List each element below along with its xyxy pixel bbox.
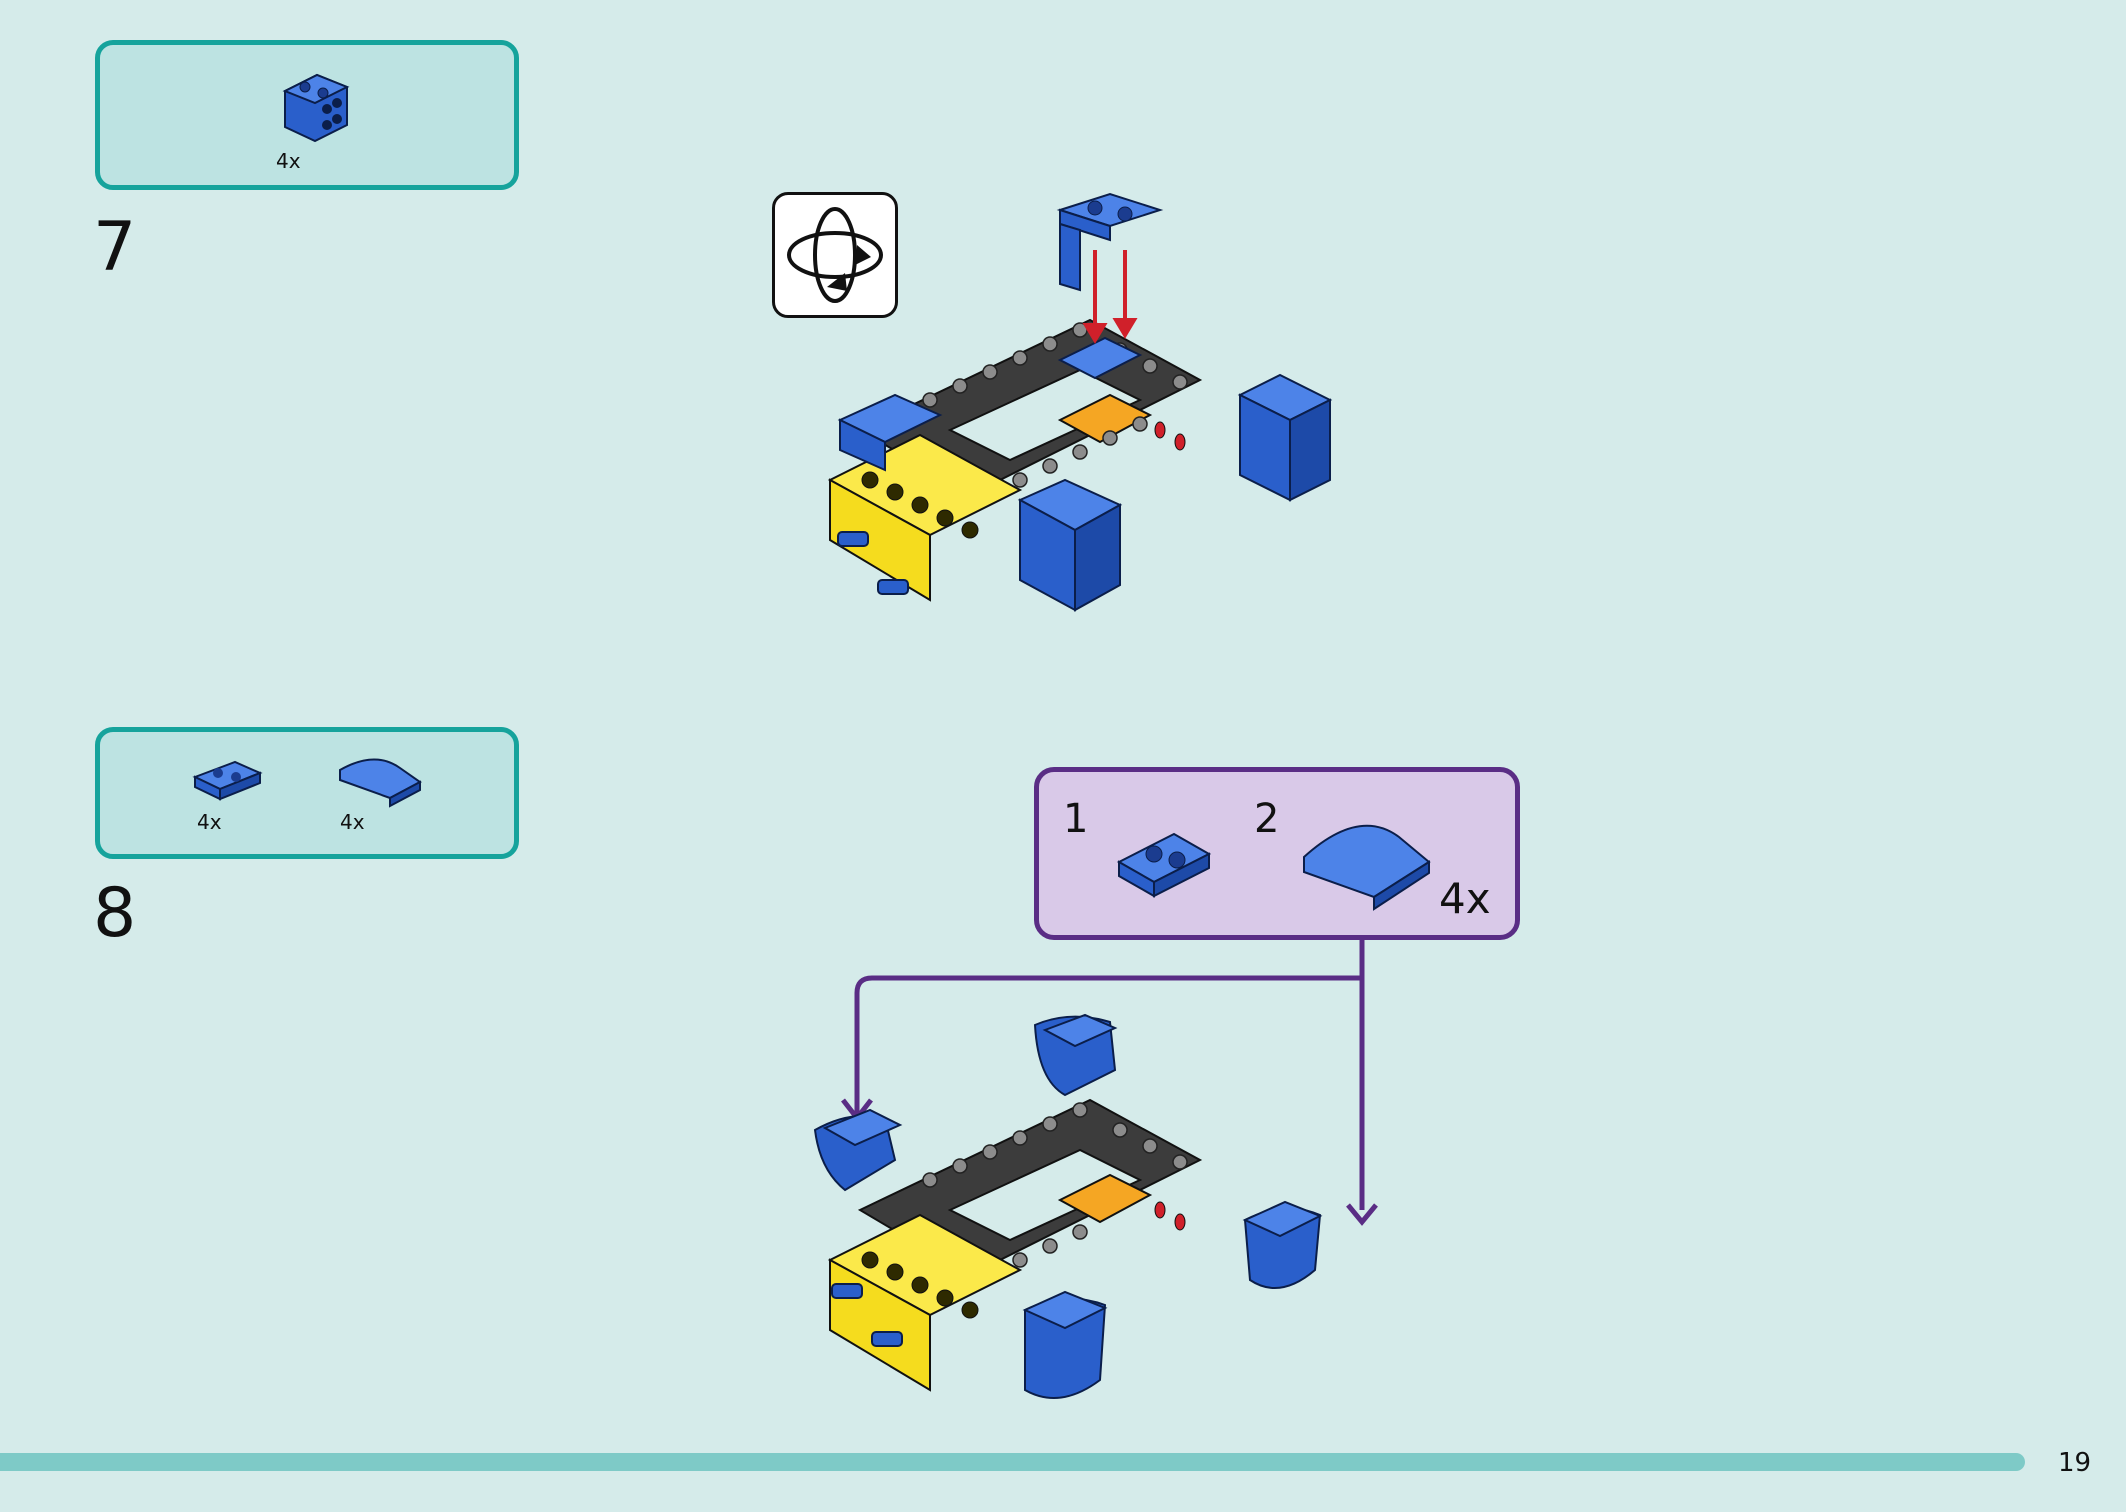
sub-step-number-1: 1 xyxy=(1063,796,1089,842)
part-quantity: 4x xyxy=(276,149,301,173)
sub-step-number-2: 2 xyxy=(1254,796,1280,842)
rotate-model-box xyxy=(772,192,898,318)
part-quantity: 4x xyxy=(340,810,365,834)
blue-curved-slope-part-icon xyxy=(339,758,422,808)
step-8-model-illustration xyxy=(813,1013,1323,1399)
blue-plate-1x2-icon xyxy=(1116,832,1212,898)
sub-assembly-callout: 1 2 4x xyxy=(1034,767,1520,940)
step-7-model-illustration xyxy=(827,192,1333,612)
rotate-model-icon xyxy=(787,207,883,303)
blue-bracket-brick-part-icon xyxy=(282,73,350,143)
parts-list-step-8: 4x 4x xyxy=(95,727,519,859)
callout-multiplier: 4x xyxy=(1439,874,1491,923)
blue-plate-1x2-part-icon xyxy=(192,760,263,801)
step-number-8: 8 xyxy=(93,874,137,953)
parts-list-step-7: 4x xyxy=(95,40,519,190)
step-number-7: 7 xyxy=(93,208,137,287)
part-quantity: 4x xyxy=(197,810,222,834)
footer-progress-bar xyxy=(0,1453,2025,1471)
blue-curved-slope-icon xyxy=(1303,824,1431,911)
page-number: 19 xyxy=(2058,1448,2092,1478)
down-arrow-icon xyxy=(1082,250,1138,344)
